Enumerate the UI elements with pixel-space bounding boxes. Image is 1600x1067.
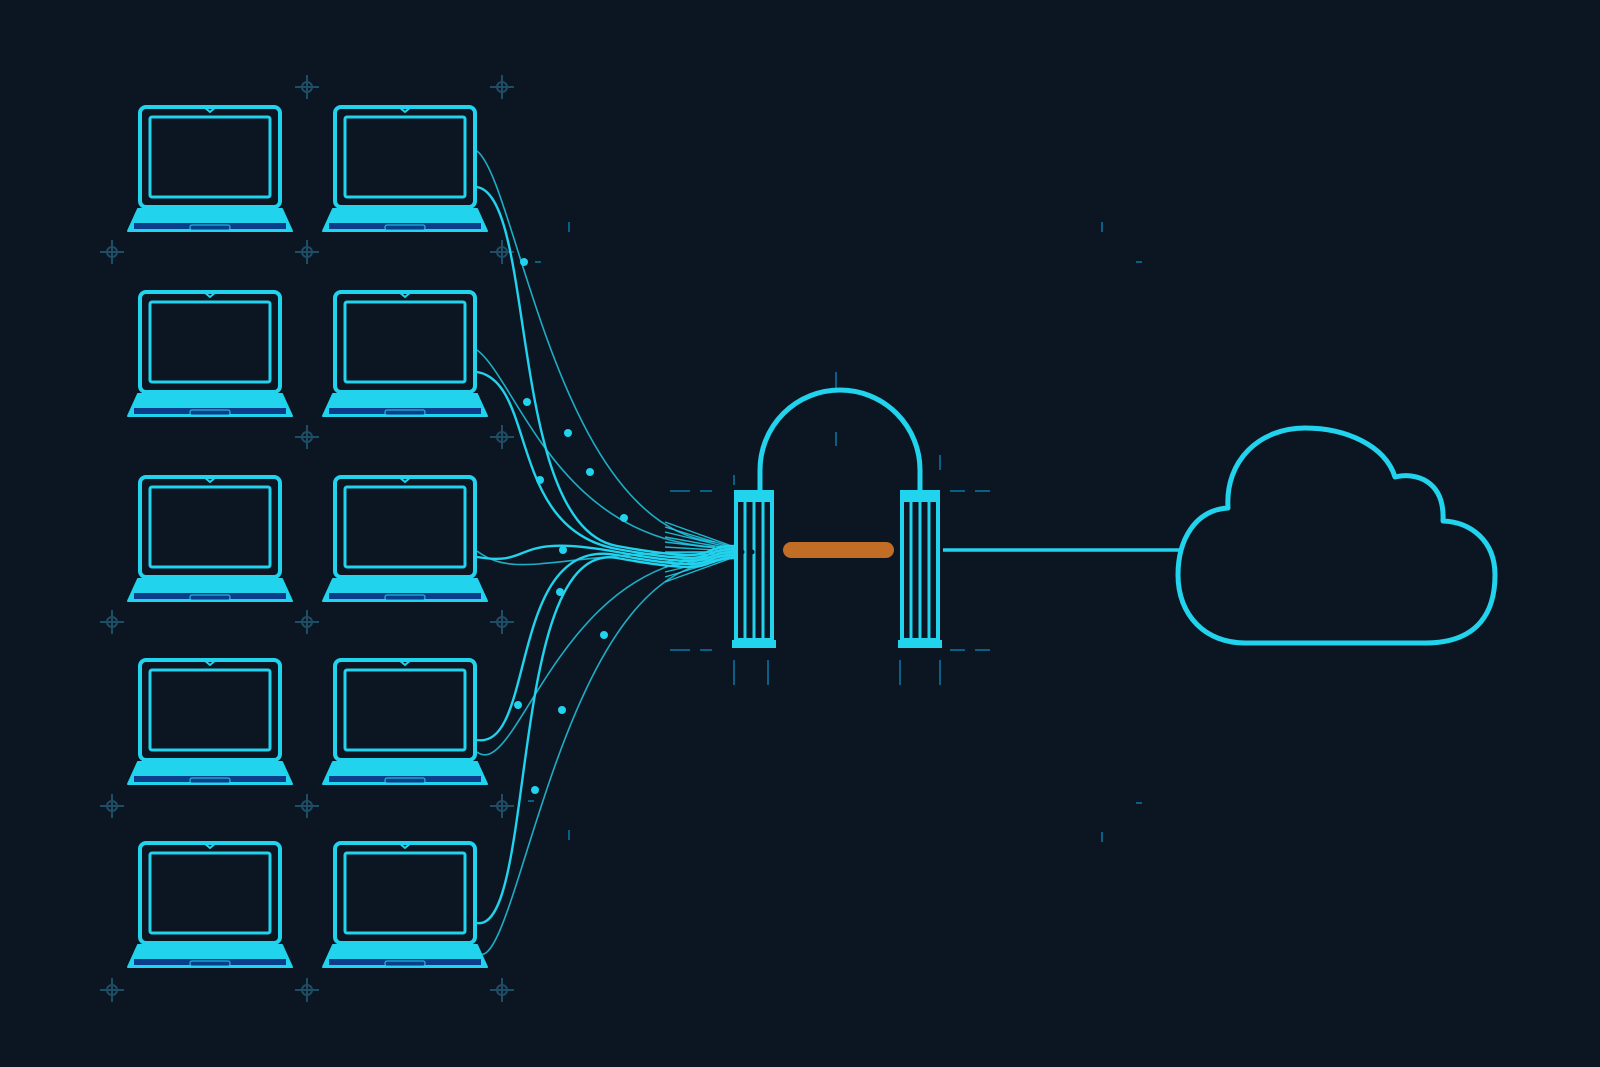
connection-node [558,706,566,714]
crosshair-icon [100,794,124,818]
fan-line [664,531,736,550]
gateway-right-pillar [898,490,942,648]
fan-line [664,546,736,552]
crosshair-icon [100,978,124,1002]
guide-ticks [528,222,1142,842]
connection-lines [476,150,736,956]
gateway-barrier [783,542,894,558]
fan-line [664,556,736,583]
gateway-left-pillar [732,490,776,648]
laptop-icon [127,658,293,785]
connection-node [620,514,628,522]
crosshair-icon [490,610,514,634]
crosshair-icon [490,978,514,1002]
connection-node [586,468,594,476]
connection-line [476,552,736,742]
laptop-icon [127,475,293,602]
connection-node [514,701,522,709]
cloud-icon [1175,425,1498,646]
crosshair-icon [100,240,124,264]
fan-line [664,521,736,548]
laptop-icon [127,105,293,232]
crosshair-icon [295,978,319,1002]
laptop-icon [127,290,293,417]
fan-line [664,555,736,578]
connection-line [476,556,716,756]
crosshair-icon [490,425,514,449]
connection-node [600,631,608,639]
connection-node [559,546,567,554]
crosshair-icon [490,794,514,818]
connection-line [476,150,716,543]
crosshair-icon [295,240,319,264]
laptop-icon [322,841,488,968]
connection-node [523,398,531,406]
fan-line [664,536,736,551]
fan-line [664,526,736,549]
connection-line [476,550,716,566]
laptop-icon [322,105,488,232]
gateway-arch-icon [732,387,942,648]
connection-node [536,476,544,484]
laptop-icon [322,290,488,417]
crosshair-icon [295,610,319,634]
fan-line [664,541,736,552]
laptop-icon [322,658,488,785]
laptop-icon [322,475,488,602]
fan-line [664,553,736,568]
connection-line [476,556,736,925]
fan-line [664,554,736,573]
crosshair-markers [100,75,514,1002]
gateway-arch [757,387,923,493]
connection-line [476,561,716,956]
fan-line [664,552,736,563]
connection-line [476,370,736,560]
crosshair-icon [295,75,319,99]
crosshair-icon [100,610,124,634]
connection-line [476,349,716,548]
connection-node [520,258,528,266]
connection-node [564,429,572,437]
crosshair-icon [295,794,319,818]
laptop-icon [127,841,293,968]
laptop-grid [127,105,488,968]
fan-line [664,552,736,558]
crosshair-icon [490,75,514,99]
connection-node [531,786,539,794]
connection-node [556,588,564,596]
crosshair-icon [295,425,319,449]
